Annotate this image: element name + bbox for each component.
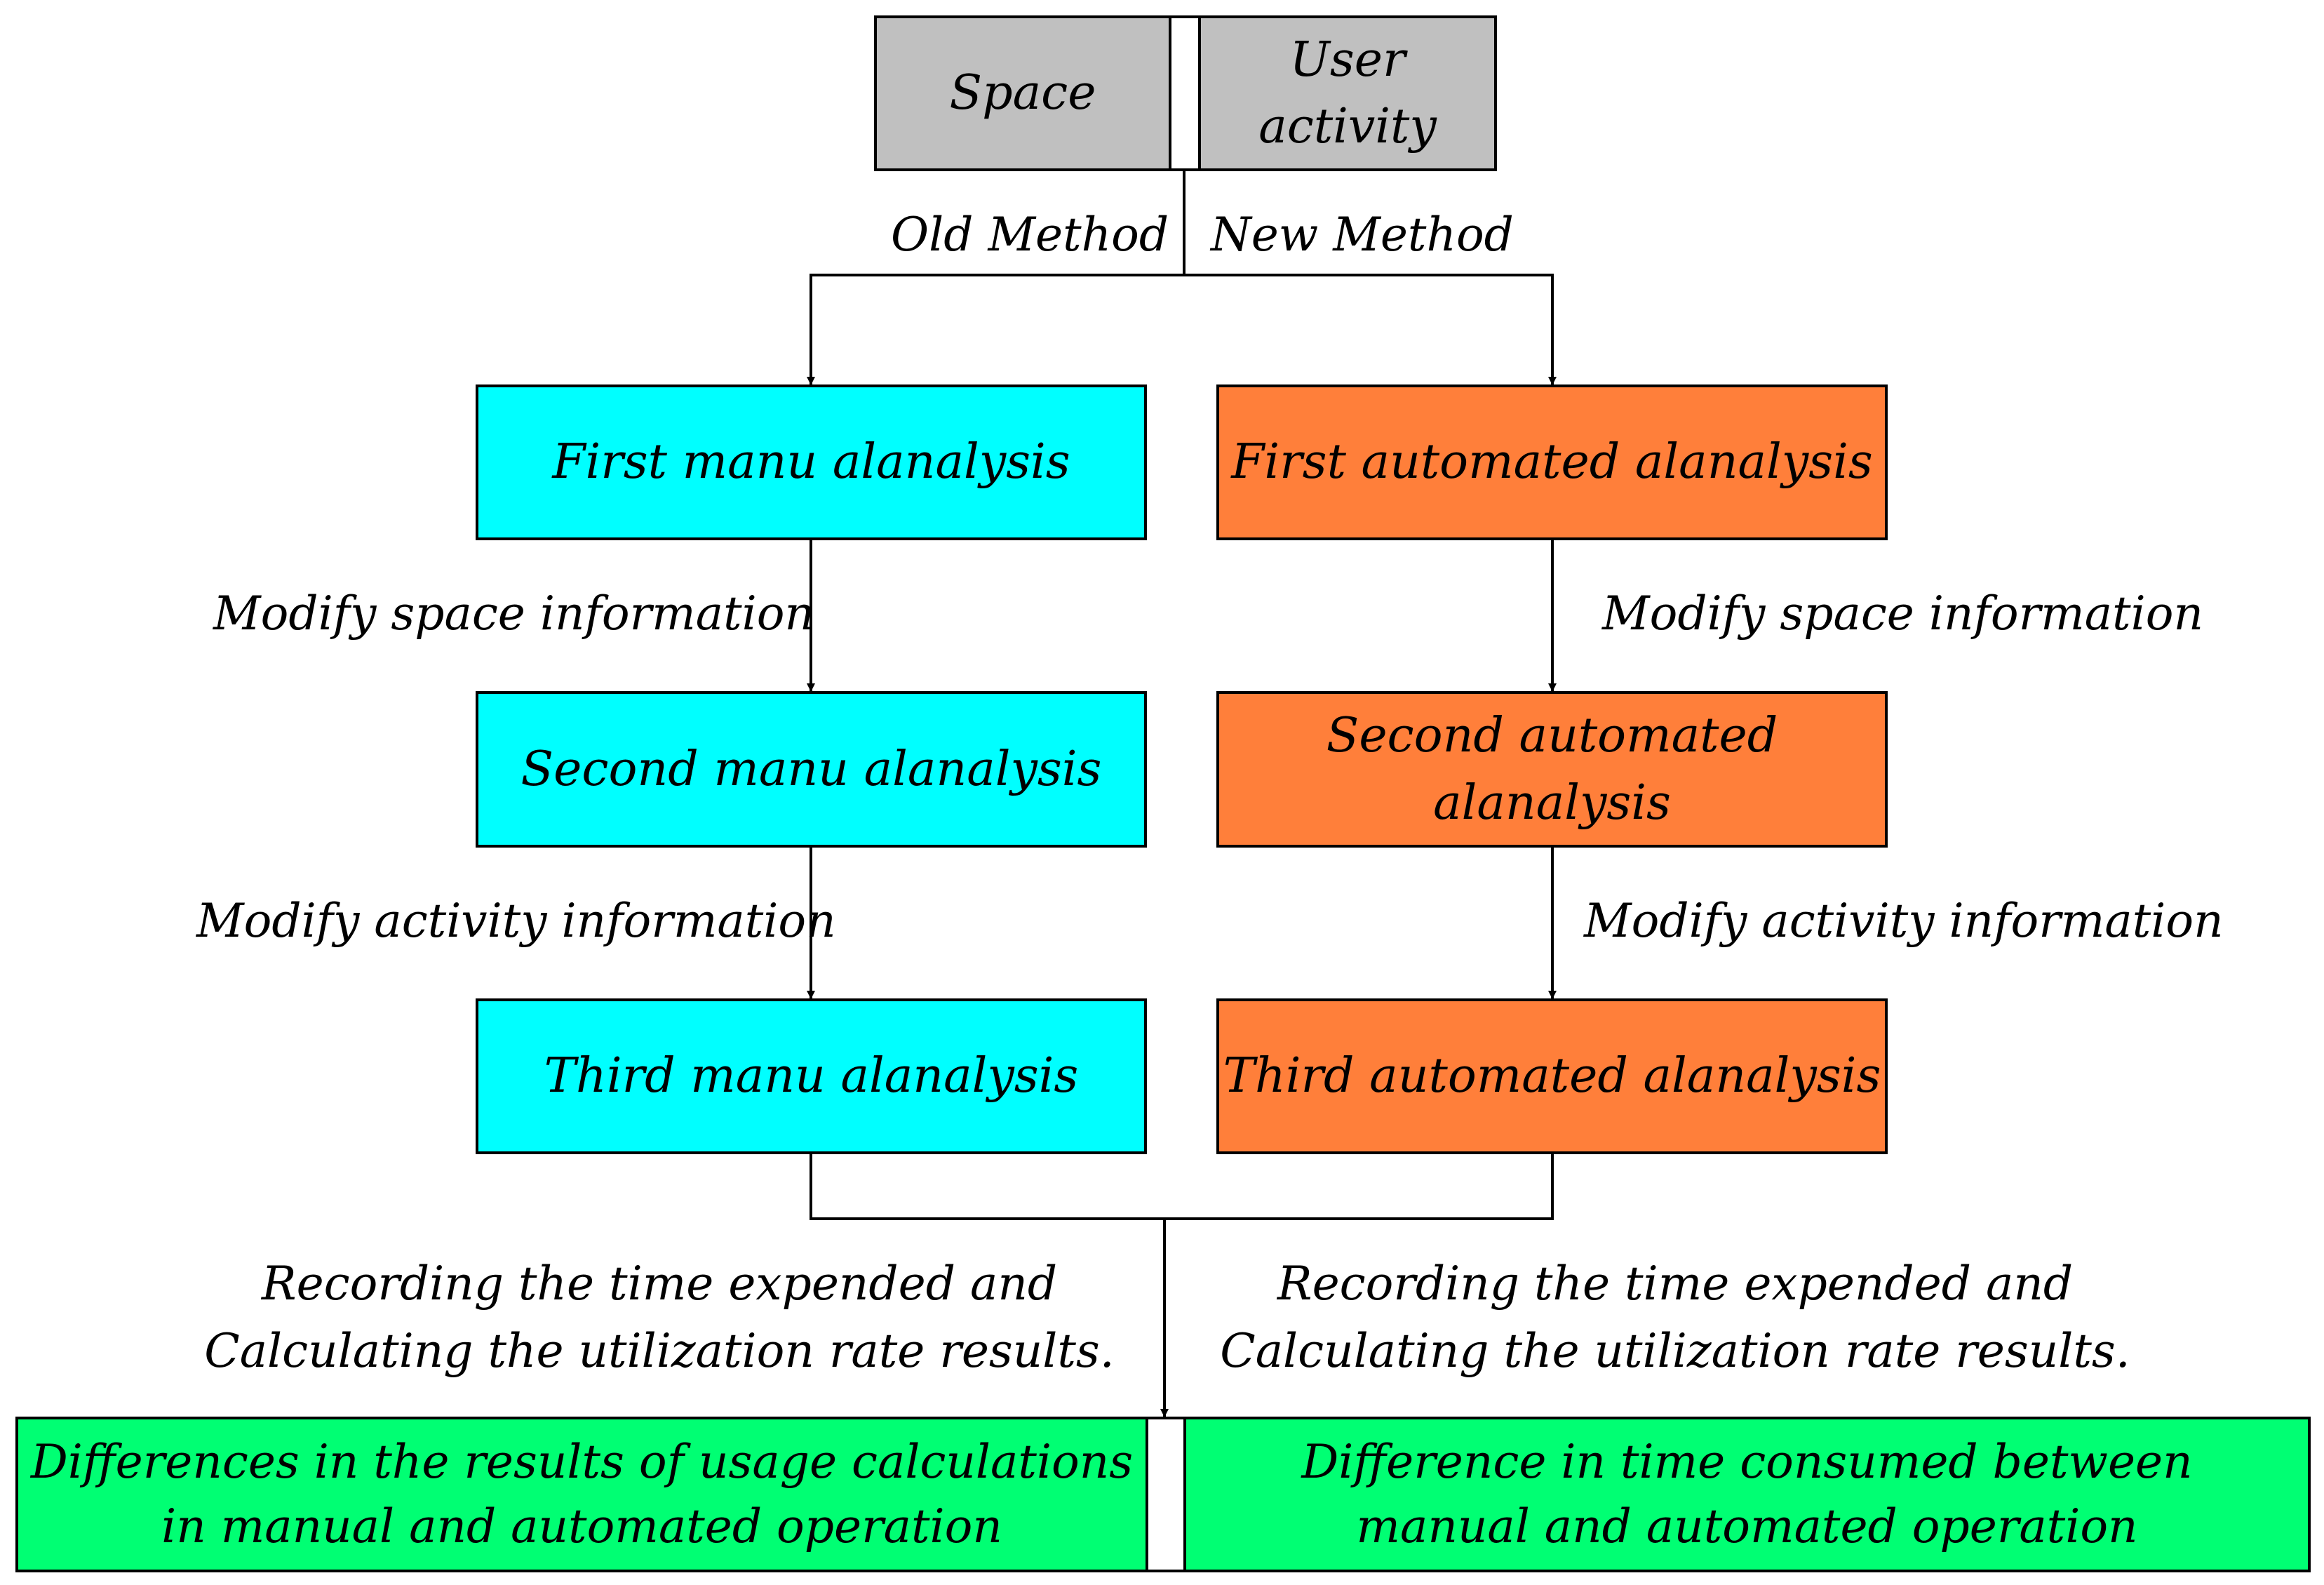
time-difference-box: Difference in time consumed between manu… — [1183, 1417, 2311, 1572]
manual-edge-modify-space: Modify space information — [213, 587, 814, 641]
time-difference-line2: manual and automated operation — [1356, 1499, 2138, 1553]
old-method-label: Old Method — [891, 208, 1169, 262]
space-label: Space — [949, 65, 1096, 121]
recording-note-right: Recording the time expended and Calculat… — [1212, 1250, 2138, 1385]
time-difference-line1: Difference in time consumed between — [1301, 1434, 2193, 1489]
recording-right-line2: Calculating the utilization rate results… — [1220, 1324, 2130, 1378]
top-divider — [1169, 15, 1201, 171]
second-manual-analysis-box: Second manu alanalysis — [476, 691, 1147, 848]
first-manual-analysis-box: First manu alanalysis — [476, 384, 1147, 540]
first-automated-analysis-box: First automated alanalysis — [1216, 384, 1888, 540]
recording-right-line1: Recording the time expended and — [1277, 1257, 2074, 1311]
first-automated-analysis-label: First automated alanalysis — [1231, 434, 1873, 490]
third-manual-analysis-label: Third manu alanalysis — [544, 1048, 1079, 1104]
automated-edge-modify-activity: Modify activity information — [1584, 894, 2224, 948]
usage-differences-line2: in manual and automated operation — [161, 1499, 1002, 1553]
usage-differences-line1: Differences in the results of usage calc… — [30, 1434, 1134, 1489]
manual-edge-modify-activity: Modify activity information — [196, 894, 836, 948]
second-automated-analysis-label: Second automated alanalysis — [1326, 708, 1778, 831]
recording-left-line1: Recording the time expended and — [261, 1257, 1058, 1311]
result-divider — [1146, 1417, 1186, 1572]
recording-note-left: Recording the time expended and Calculat… — [196, 1250, 1122, 1385]
third-automated-analysis-box: Third automated alanalysis — [1216, 998, 1888, 1154]
automated-edge-modify-space: Modify space information — [1602, 587, 2203, 641]
user-activity-box: User activity — [1198, 15, 1497, 171]
third-automated-analysis-label: Third automated alanalysis — [1223, 1048, 1881, 1104]
user-activity-label: User activity — [1258, 32, 1437, 154]
new-method-label: New Method — [1211, 208, 1514, 262]
usage-differences-box: Differences in the results of usage calc… — [15, 1417, 1148, 1572]
second-automated-analysis-box: Second automated alanalysis — [1216, 691, 1888, 848]
first-manual-analysis-label: First manu alanalysis — [552, 434, 1070, 490]
second-manual-analysis-label: Second manu alanalysis — [520, 741, 1102, 797]
recording-left-line2: Calculating the utilization rate results… — [204, 1324, 1115, 1378]
space-box: Space — [874, 15, 1171, 171]
third-manual-analysis-box: Third manu alanalysis — [476, 998, 1147, 1154]
